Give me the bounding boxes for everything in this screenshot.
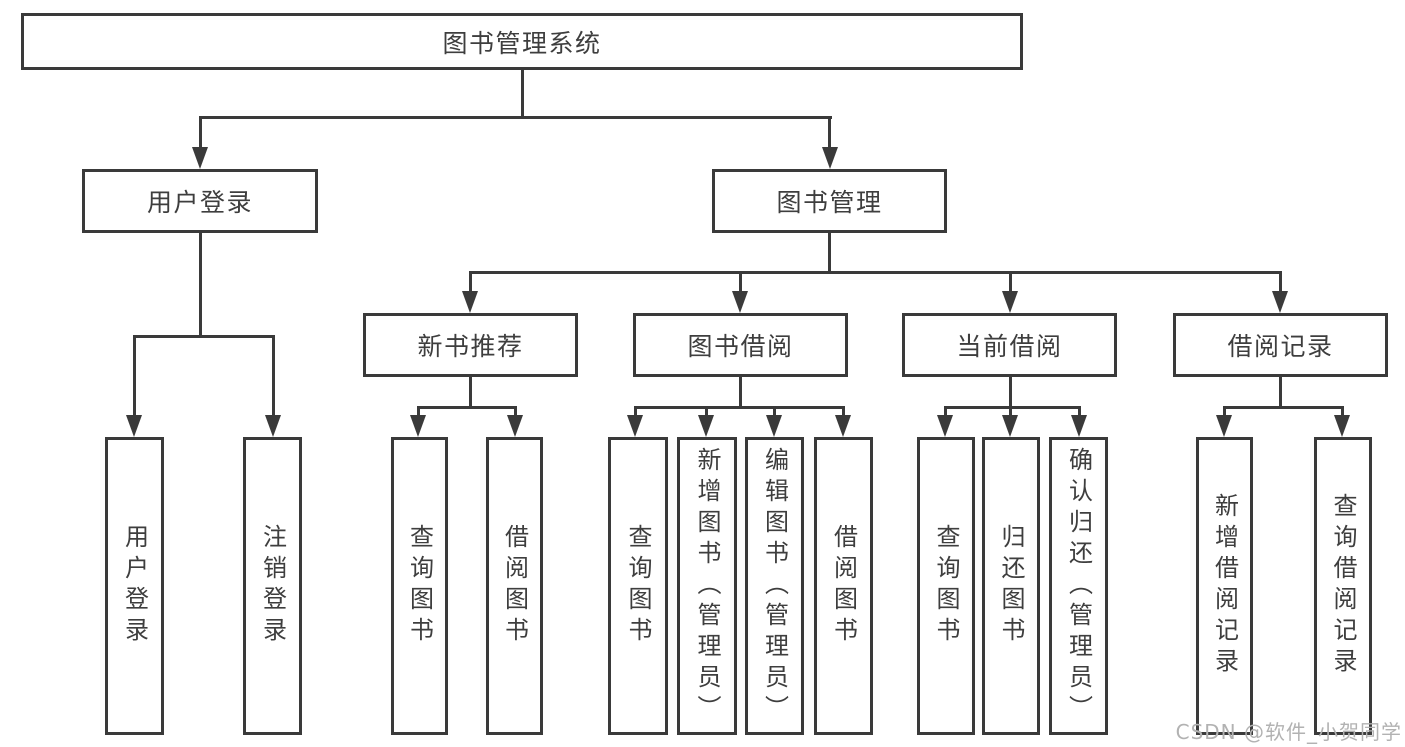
node-user-login: 用户登录 [82, 169, 318, 233]
node-label: 图书管理系统 [442, 28, 602, 58]
leaf-label: 归还图书 [997, 524, 1025, 648]
leaf-label: 新增借阅记录 [1210, 493, 1239, 679]
arrow-down-icon [1272, 291, 1288, 313]
node-borrowing-records: 借阅记录 [1173, 313, 1388, 377]
node-label: 借阅记录 [1227, 332, 1334, 361]
node-label: 图书借阅 [687, 332, 794, 361]
connector-drop-line [468, 274, 472, 293]
arrow-down-icon [698, 415, 714, 437]
connector-drop-line [1008, 408, 1012, 417]
arrow-down-icon [462, 291, 478, 313]
leaf-logout: 注销登录 [243, 437, 302, 735]
arrow-down-icon [126, 415, 142, 437]
leaf-label: 用户登录 [120, 524, 149, 648]
connector-drop-line [1278, 274, 1282, 293]
leaf-label: 注销登录 [258, 524, 287, 648]
arrow-down-icon [1002, 291, 1018, 313]
leaf-label: 借阅图书 [500, 524, 529, 648]
connector-userlogin-stem [198, 233, 202, 337]
connector-drop-line [416, 408, 420, 417]
arrow-down-icon [1334, 415, 1350, 437]
connector-drop-line [704, 408, 708, 417]
arrow-down-icon [937, 415, 953, 437]
connector-drop-line [1077, 408, 1081, 417]
connector-newbooks-stem [468, 377, 472, 409]
node-label: 图书管理 [776, 188, 883, 217]
arrow-down-icon [192, 147, 208, 169]
arrow-down-icon [821, 147, 838, 169]
connector-currentborrow-bar [943, 406, 1081, 409]
connector-records-stem [1278, 377, 1282, 409]
leaf-query-books-borrowing: 查询图书 [608, 437, 668, 735]
connector-root-stem [520, 68, 524, 118]
node-current-borrowing: 当前借阅 [902, 313, 1117, 377]
connector-drop-line [513, 408, 517, 417]
connector-userlogin-bar [132, 335, 275, 338]
arrow-down-icon [766, 415, 782, 437]
leaf-label: 查询借阅记录 [1329, 493, 1357, 679]
connector-drop-line [1008, 274, 1012, 293]
node-book-borrowing: 图书借阅 [633, 313, 848, 377]
leaf-confirm-return-admin: 确认归还（管理员） [1049, 437, 1108, 735]
leaf-query-borrow-record: 查询借阅记录 [1314, 437, 1372, 735]
connector-drop-line [772, 408, 776, 417]
arrow-down-icon [732, 291, 748, 313]
leaf-return-books: 归还图书 [982, 437, 1040, 735]
connector-drop-line [828, 118, 831, 150]
arrow-down-icon [1216, 415, 1232, 437]
connector-root-bar [198, 116, 832, 119]
arrow-down-icon [627, 415, 643, 437]
connector-currentborrow-stem [1008, 377, 1012, 409]
leaf-label: 新增图书（管理员） [693, 446, 721, 726]
arrow-down-icon [835, 415, 851, 437]
leaf-label: 查询图书 [405, 524, 434, 648]
node-book-management: 图书管理 [712, 169, 947, 233]
leaf-borrow-books-recommend: 借阅图书 [486, 437, 543, 735]
leaf-edit-books-admin: 编辑图书（管理员） [745, 437, 804, 735]
arrow-down-icon [1002, 415, 1018, 437]
leaf-query-books-current: 查询图书 [917, 437, 975, 735]
connector-drop-line [271, 338, 275, 416]
connector-drop-line [1222, 408, 1226, 417]
connector-bookborrow-bar [633, 406, 845, 409]
connector-drop-line [132, 338, 136, 416]
connector-drop-line [198, 118, 202, 150]
node-label: 当前借阅 [956, 332, 1063, 361]
leaf-label: 查询图书 [624, 524, 652, 648]
connector-drop-line [633, 408, 637, 417]
connector-drop-line [1340, 408, 1344, 417]
leaf-user-login: 用户登录 [105, 437, 164, 735]
leaf-label: 查询图书 [932, 524, 960, 648]
leaf-query-books-recommend: 查询图书 [391, 437, 448, 735]
node-library-management-system: 图书管理系统 [21, 13, 1023, 70]
connector-newbooks-bar [416, 406, 517, 409]
connector-drop-line [841, 408, 845, 417]
connector-drop-line [943, 408, 947, 417]
leaf-borrow-books: 借阅图书 [814, 437, 873, 735]
connector-records-bar [1222, 406, 1344, 409]
leaf-label: 借阅图书 [829, 524, 858, 648]
node-label: 用户登录 [146, 188, 253, 217]
csdn-watermark: CSDN @软件_小贺同学 [1175, 720, 1402, 744]
connector-bookmgmt-stem [828, 233, 831, 274]
arrow-down-icon [410, 415, 426, 437]
leaf-label: 确认归还（管理员） [1064, 446, 1093, 726]
arrow-down-icon [265, 415, 281, 437]
arrow-down-icon [507, 415, 523, 437]
leaf-label: 编辑图书（管理员） [760, 446, 789, 726]
connector-bookborrow-stem [738, 377, 742, 409]
arrow-down-icon [1071, 415, 1087, 437]
node-new-book-recommend: 新书推荐 [363, 313, 578, 377]
node-label: 新书推荐 [417, 332, 524, 361]
leaf-add-books-admin: 新增图书（管理员） [677, 437, 737, 735]
connector-drop-line [738, 274, 742, 293]
leaf-add-borrow-record: 新增借阅记录 [1196, 437, 1253, 735]
connector-bookmgmt-bar [468, 271, 1282, 274]
